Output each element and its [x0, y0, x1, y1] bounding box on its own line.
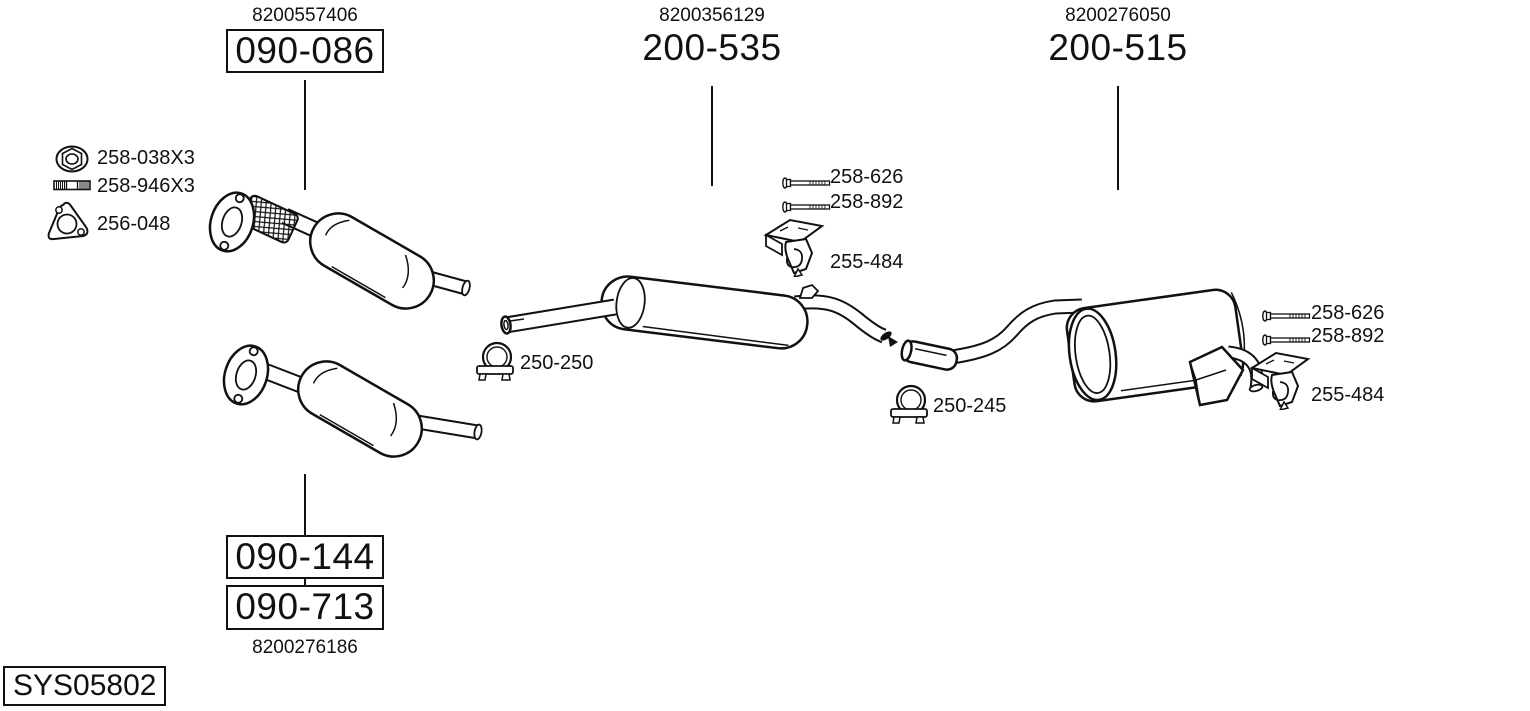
part-label: 250-250 — [520, 352, 594, 374]
part-label: 255-484 — [1311, 384, 1385, 406]
assembly-label-rear-silencer: 8200276050 200-515 — [1018, 6, 1218, 67]
part-code: 090-144 — [226, 535, 384, 580]
long-bolt-icon — [1262, 333, 1312, 347]
part-label: 258-946X3 — [97, 175, 195, 197]
part-code: 200-515 — [1048, 27, 1188, 68]
leader-lines — [304, 80, 1119, 586]
assembly-label-front-catalyst: 8200557406 090-086 — [205, 5, 405, 74]
part-code: 090-713 — [226, 585, 384, 630]
pipe-clamp-icon — [886, 383, 932, 425]
long-bolt-icon — [782, 176, 832, 190]
catalyst-drawing — [222, 344, 483, 458]
part-code: 090-086 — [226, 29, 384, 74]
assembly-label-catalyst: 090-144 090-713 8200276186 — [205, 535, 405, 658]
part-label: 250-245 — [933, 395, 1007, 417]
gasket-icon — [45, 199, 91, 241]
system-id: SYS05802 — [3, 666, 167, 706]
part-label: 258-892 — [830, 191, 904, 213]
assembly-label-middle-silencer: 8200356129 200-535 — [612, 6, 812, 67]
oem-ref: 8200356129 — [659, 5, 765, 26]
flange-nut-icon — [55, 145, 89, 173]
part-label: 258-626 — [1311, 302, 1385, 324]
part-code: 200-535 — [642, 27, 782, 68]
oem-ref: 8200276186 — [252, 636, 358, 658]
oem-ref: 8200276050 — [1065, 5, 1171, 26]
stud-bolt-icon — [53, 178, 91, 192]
part-label: 256-048 — [97, 213, 171, 235]
part-label: 258-892 — [1311, 325, 1385, 347]
oem-ref: 8200557406 — [252, 5, 358, 26]
long-bolt-icon — [782, 200, 832, 214]
rubber-hanger-icon — [762, 215, 826, 277]
system-id-box: SYS05802 — [3, 666, 167, 706]
part-label: 258-038X3 — [97, 147, 195, 169]
middle-silencer-drawing — [500, 275, 892, 350]
rear-silencer-drawing — [888, 288, 1264, 407]
pipe-clamp-icon — [472, 340, 518, 382]
part-label: 258-626 — [830, 166, 904, 188]
hanger-rod-hook — [798, 283, 820, 299]
part-label: 255-484 — [830, 251, 904, 273]
rubber-hanger-icon — [1248, 348, 1312, 410]
front-flex-pipe-catalyst-drawing — [208, 191, 471, 310]
long-bolt-icon — [1262, 309, 1312, 323]
